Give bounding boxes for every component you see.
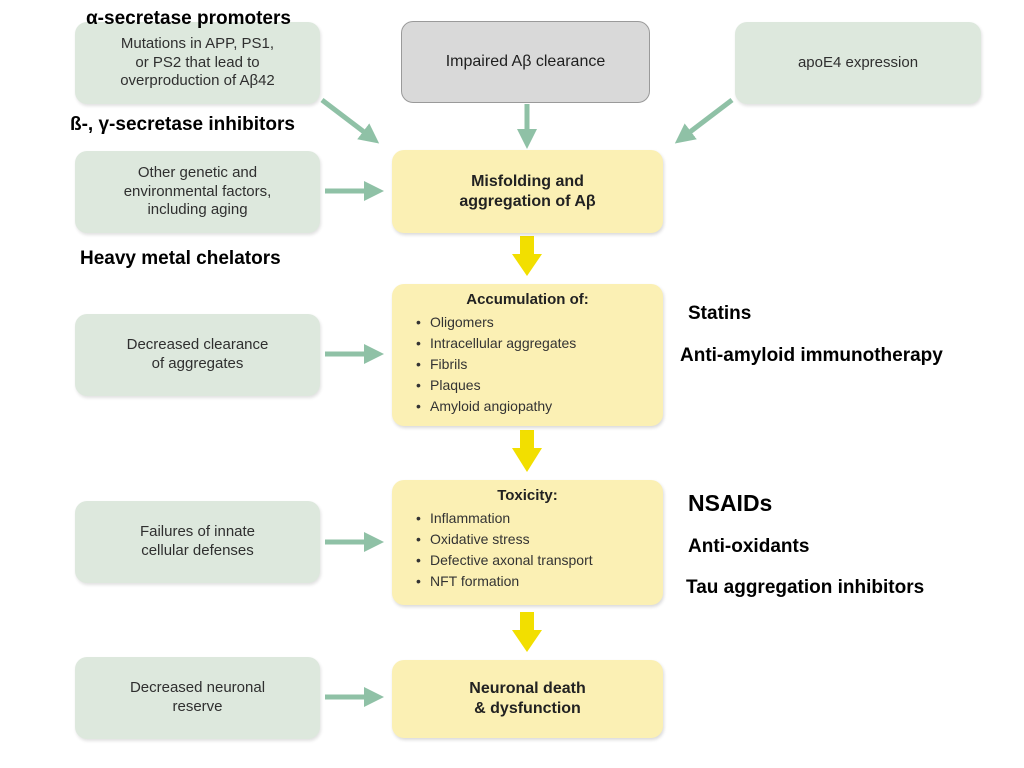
arrow-mutations-to-misfolding [320,98,380,144]
label-nsaids: NSAIDs [688,490,773,516]
list-item: Defective axonal transport [416,550,593,571]
arrow-toxicity-to-death [512,612,542,652]
list-item: Intracellular aggregates [416,333,576,354]
box-misfolding: Misfolding and aggregation of Aβ [392,150,663,233]
list-item: Inflammation [416,508,593,529]
box-neuronal-death-text: Neuronal death & dysfunction [469,680,586,717]
box-accumulation: Accumulation of: Oligomers Intracellular… [392,284,663,426]
toxicity-title: Toxicity: [497,487,558,504]
label-statins: Statins [688,303,752,324]
arrow-misfolding-to-accumulation [512,236,542,276]
box-misfolding-text: Misfolding and aggregation of Aβ [459,172,596,210]
list-item: Oligomers [416,312,576,333]
box-neuronal-reserve-text: Decreased neuronal reserve [129,679,266,715]
list-item: Fibrils [416,354,576,375]
label-alpha-secretase-promoters: α-secretase promoters [86,8,291,29]
label-heavy-metal-chelators: Heavy metal chelators [80,248,281,269]
box-toxicity: Toxicity: Inflammation Oxidative stress … [392,480,663,605]
box-decreased-clearance: Decreased clearance of aggregates [75,314,320,396]
list-item: Oxidative stress [416,529,593,550]
box-impaired-clearance: Impaired Aβ clearance [401,21,650,103]
box-decreased-clearance-text: Decreased clearance of aggregates [126,336,269,372]
box-apoe4: apoE4 expression [735,22,981,104]
list-item: Amyloid angiopathy [416,396,576,417]
arrow-accumulation-to-toxicity [512,430,542,472]
box-other-factors: Other genetic and environmental factors,… [75,151,320,233]
box-failures-defenses-text: Failures of innate cellular defenses [139,523,256,559]
accumulation-list: Oligomers Intracellular aggregates Fibri… [392,312,576,417]
label-anti-oxidants: Anti-oxidants [688,536,810,557]
label-beta-gamma-secretase-inhibitors: ß-, γ-secretase inhibitors [70,114,295,135]
list-item: NFT formation [416,571,593,592]
toxicity-list: Inflammation Oxidative stress Defective … [392,508,593,592]
box-mutations: Mutations in APP, PS1, or PS2 that lead … [75,22,320,104]
arrow-apoe4-to-misfolding [674,98,734,144]
box-mutations-text: Mutations in APP, PS1, or PS2 that lead … [120,34,275,90]
accumulation-title: Accumulation of: [466,291,589,308]
list-item: Plaques [416,375,576,396]
label-tau-aggregation-inhibitors: Tau aggregation inhibitors [686,577,925,598]
box-neuronal-death: Neuronal death & dysfunction [392,660,663,738]
box-other-factors-text: Other genetic and environmental factors,… [123,163,272,219]
label-anti-amyloid-immunotherapy: Anti-amyloid immunotherapy [680,345,943,366]
box-neuronal-reserve: Decreased neuronal reserve [75,657,320,739]
box-impaired-clearance-text: Impaired Aβ clearance [445,53,606,70]
box-apoe4-text: apoE4 expression [797,53,919,71]
box-failures-defenses: Failures of innate cellular defenses [75,501,320,583]
